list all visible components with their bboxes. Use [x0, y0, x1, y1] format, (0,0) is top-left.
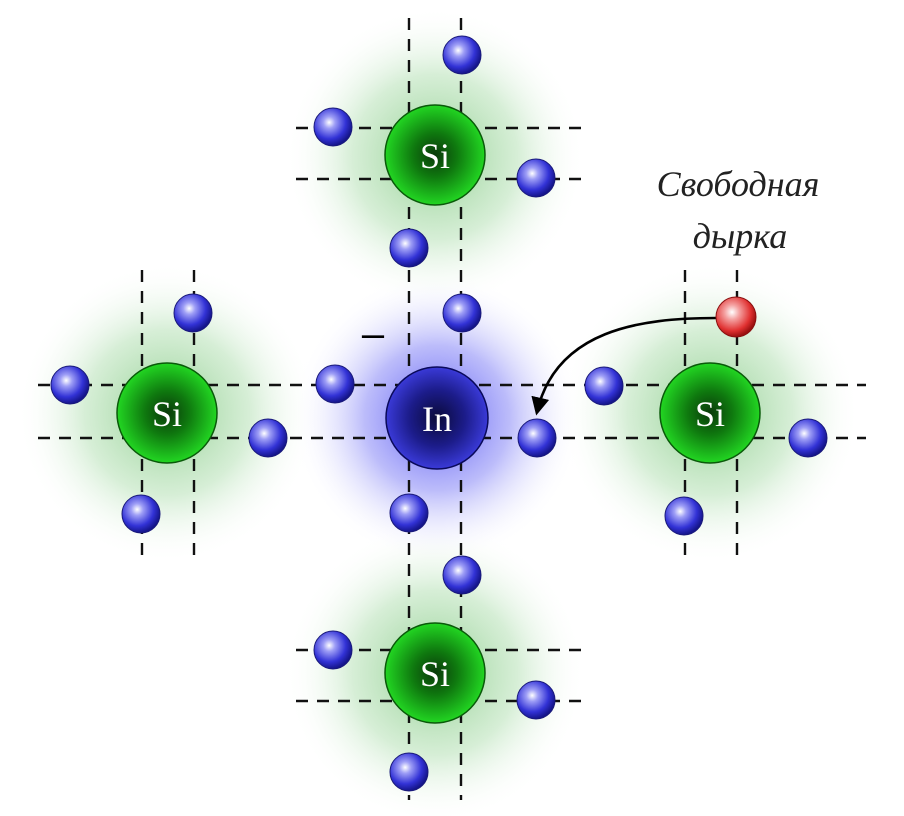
- electron: [442, 35, 482, 75]
- electron: [121, 494, 161, 534]
- si-label: Si: [695, 394, 725, 434]
- electron: [517, 418, 557, 458]
- free-hole-caption-line1: Свободная: [657, 164, 820, 204]
- si-atom-circle: [116, 362, 218, 464]
- hole-transfer-arrow: [531, 316, 717, 416]
- atom-in-center: In: [385, 366, 489, 470]
- electron: [788, 418, 828, 458]
- electron: [516, 158, 556, 198]
- electron: [442, 555, 482, 595]
- electron: [173, 293, 213, 333]
- electron: [313, 107, 353, 147]
- electron: [389, 752, 429, 792]
- free-hole: [715, 296, 757, 338]
- in-label: In: [422, 399, 452, 439]
- electron: [50, 365, 90, 405]
- si-label: Si: [420, 654, 450, 694]
- electron: [315, 364, 355, 404]
- free-hole-caption-line2: дырка: [693, 216, 788, 256]
- si-label: Si: [420, 136, 450, 176]
- atom-si-right: Si: [659, 362, 761, 464]
- electron: [248, 418, 288, 458]
- electron: [584, 366, 624, 406]
- electron: [389, 228, 429, 268]
- si-atom-circle: [384, 104, 486, 206]
- electron: [442, 293, 482, 333]
- si-atom-circle: [384, 622, 486, 724]
- si-atom-circle: [659, 362, 761, 464]
- atom-si-bottom: Si: [384, 622, 486, 724]
- atom-si-left: Si: [116, 362, 218, 464]
- si-label: Si: [152, 394, 182, 434]
- in-atom-circle: [385, 366, 489, 470]
- electron: [313, 630, 353, 670]
- electron: [389, 493, 429, 533]
- negative-charge-sign: –: [362, 312, 385, 356]
- electron: [664, 496, 704, 536]
- electron: [516, 680, 556, 720]
- valence-electrons: [50, 35, 828, 792]
- atom-si-top: Si: [384, 104, 486, 206]
